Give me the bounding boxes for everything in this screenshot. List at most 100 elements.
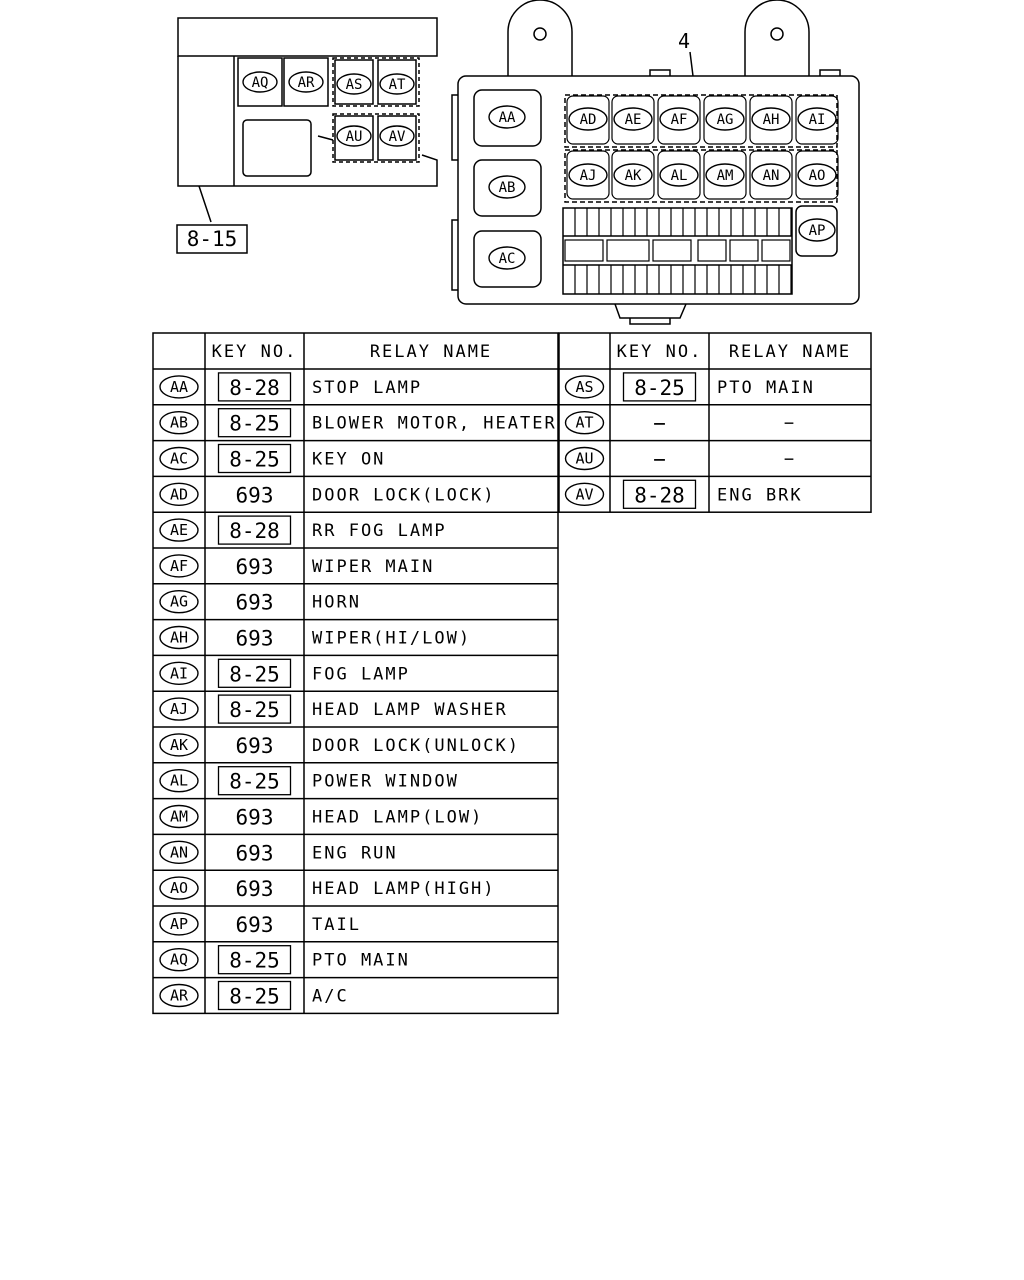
relay-name: FOG LAMP	[312, 664, 410, 684]
relay-aa-label: AA	[499, 110, 516, 126]
key-number: 8-25	[229, 949, 280, 973]
key-number: −	[653, 412, 666, 436]
relay-code: AN	[170, 843, 188, 861]
relay-name: HEAD LAMP(LOW)	[312, 808, 483, 828]
maxi-fuse-slot	[729, 239, 759, 262]
left-table-header-name: RELAY NAME	[370, 342, 492, 362]
relay-ap-label: AP	[809, 223, 826, 239]
relay-name: PTO MAIN	[717, 378, 815, 398]
right-table-header-key: KEY NO.	[617, 342, 703, 362]
relay-code-oval	[159, 840, 199, 864]
key-number-box	[217, 766, 292, 796]
relay-code: AM	[170, 808, 188, 826]
maxi-fuse-slot	[652, 239, 692, 262]
inset-relay-block	[177, 17, 438, 223]
key-number: 693	[236, 877, 274, 901]
relay-ac: AC	[488, 246, 526, 270]
relay-code-oval	[159, 912, 199, 936]
key-number: 8-28	[634, 483, 685, 507]
relay-ab: AB	[488, 175, 526, 199]
relay-at-inset-label: AT	[389, 77, 406, 93]
relay-code-oval	[159, 983, 199, 1008]
key-number: 693	[236, 555, 274, 579]
relay-code: AR	[170, 987, 189, 1005]
key-number-box	[217, 443, 292, 474]
relay-name: ENG BRK	[717, 485, 803, 505]
relay-name: ENG RUN	[312, 843, 398, 863]
relay-name: KEY ON	[312, 450, 385, 470]
relay-aq-inset: AQ	[242, 71, 278, 93]
table-row: AQ 8-25 PTO MAIN	[159, 945, 410, 975]
relay-code: AP	[170, 915, 188, 933]
relay-code: AB	[170, 414, 188, 432]
relay-aj-label: AJ	[580, 168, 597, 184]
relay-code: AA	[170, 378, 188, 396]
relay-code-oval	[159, 375, 199, 399]
relay-ar-inset-label: AR	[298, 75, 315, 91]
key-number: 693	[236, 806, 274, 830]
relay-ae: AE	[611, 95, 655, 145]
key-number: 693	[236, 913, 274, 937]
maxi-fuse-slot	[697, 239, 727, 262]
relay-ai: AI	[795, 95, 839, 145]
key-number: 8-25	[229, 698, 280, 722]
key-number: 693	[236, 483, 274, 507]
key-number: 8-25	[229, 448, 280, 472]
relay-code: AL	[170, 772, 188, 790]
main-fuse-box	[451, 0, 860, 325]
table-row: AU−−	[564, 446, 794, 472]
relay-ad: AD	[566, 95, 610, 145]
key-number-box	[622, 479, 697, 509]
right-table-header-name: RELAY NAME	[729, 342, 851, 362]
relay-code: AK	[170, 736, 188, 754]
relay-code: AQ	[170, 951, 188, 969]
main-callout-number: 4	[678, 29, 690, 53]
key-number: 693	[236, 627, 274, 651]
maxi-fuse-slot	[761, 239, 791, 262]
relay-am-label: AM	[717, 168, 734, 184]
key-number-box	[217, 945, 292, 975]
relay-name: RR FOG LAMP	[312, 521, 447, 541]
relay-code-oval	[159, 482, 199, 506]
key-number: 8-25	[229, 770, 280, 794]
relay-name: WIPER MAIN	[312, 557, 434, 577]
fuse-grid	[564, 208, 792, 294]
relay-ao-label: AO	[809, 168, 826, 184]
relay-code: AT	[575, 414, 593, 432]
left-table-frame	[152, 332, 559, 1015]
relay-ab-label: AB	[499, 180, 516, 196]
key-number: 693	[236, 734, 274, 758]
key-number: 8-25	[634, 376, 685, 400]
relay-code-oval	[159, 446, 199, 471]
key-number-box	[217, 658, 292, 688]
relay-name: HEAD LAMP(HIGH)	[312, 879, 496, 899]
relay-code: AE	[170, 521, 188, 539]
relay-an-label: AN	[763, 168, 780, 184]
relay-code-oval	[564, 411, 605, 435]
relay-ar-inset: AR	[288, 71, 324, 93]
relay-ah: AH	[749, 95, 793, 145]
relay-ag: AG	[703, 95, 747, 145]
relay-code: AG	[170, 593, 188, 611]
right-table-frame	[558, 332, 872, 513]
relay-ao: AO	[795, 150, 839, 200]
relay-name: STOP LAMP	[312, 378, 422, 398]
maxi-fuse-slot	[606, 239, 650, 262]
relay-ap: AP	[798, 218, 836, 242]
relay-au-inset: AU	[336, 125, 372, 147]
relay-ak: AK	[611, 150, 655, 200]
relay-ad-label: AD	[580, 112, 597, 128]
relay-name: PTO MAIN	[312, 951, 410, 971]
